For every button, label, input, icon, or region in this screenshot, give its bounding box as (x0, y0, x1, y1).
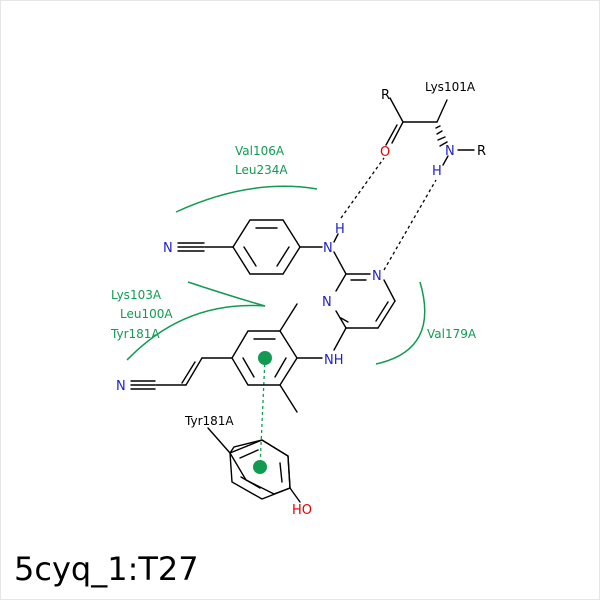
residue-lys101a: Lys101A (425, 80, 476, 94)
hydrophobic-arc-val179a (375, 281, 426, 365)
atom-n-nitrile-bottom: N (116, 379, 126, 394)
residue-lys103a: Lys103A (111, 288, 162, 302)
hydrophobic-arc-lys103a (187, 281, 266, 307)
atom-r-top-left: R (381, 88, 390, 103)
residue-leu100a: Leu100A (120, 307, 173, 321)
pi-stacking-line (259, 357, 266, 468)
hydrophobic-arc-leu100a (126, 304, 266, 361)
ring-centroid-top (258, 351, 272, 365)
atom-n-nitrile-left: N (163, 241, 173, 256)
hbond-npyr-to-h (383, 179, 437, 271)
atom-h-amine-top: H (335, 222, 345, 237)
backbone-fragment (385, 97, 475, 166)
atom-n-pyrimidine-1: N (372, 269, 382, 284)
residue-leu234a: Leu234A (235, 163, 288, 177)
residue-tyr181a-left: Tyr181A (110, 327, 160, 341)
hbond-nh-to-o (340, 157, 385, 219)
atom-n-backbone: N (445, 144, 455, 159)
atom-ho: HO (292, 503, 312, 518)
benzonitrile-ring (232, 219, 301, 275)
methyl-top (279, 303, 298, 332)
residue-val106a: Val106A (235, 144, 285, 158)
pyrimidine-ring (335, 273, 396, 329)
residue-tyr181a-ring: Tyr181A (184, 414, 234, 428)
methyl-bottom (279, 384, 298, 413)
atom-o-carbonyl: O (380, 145, 390, 160)
atom-n-pyrimidine-2: N (322, 295, 332, 310)
ring-centroid-bottom (253, 460, 267, 474)
atom-h-backbone: H (432, 164, 442, 179)
hydrophobic-arc-val106a (175, 185, 318, 213)
atom-n-amine-top: N (323, 241, 333, 256)
atom-r-right: R (477, 144, 486, 159)
diagram-title: 5cyq_1:T27 (14, 550, 199, 588)
residue-val179a: Val179A (427, 327, 477, 341)
atom-nh-bottom: NH (324, 353, 344, 368)
